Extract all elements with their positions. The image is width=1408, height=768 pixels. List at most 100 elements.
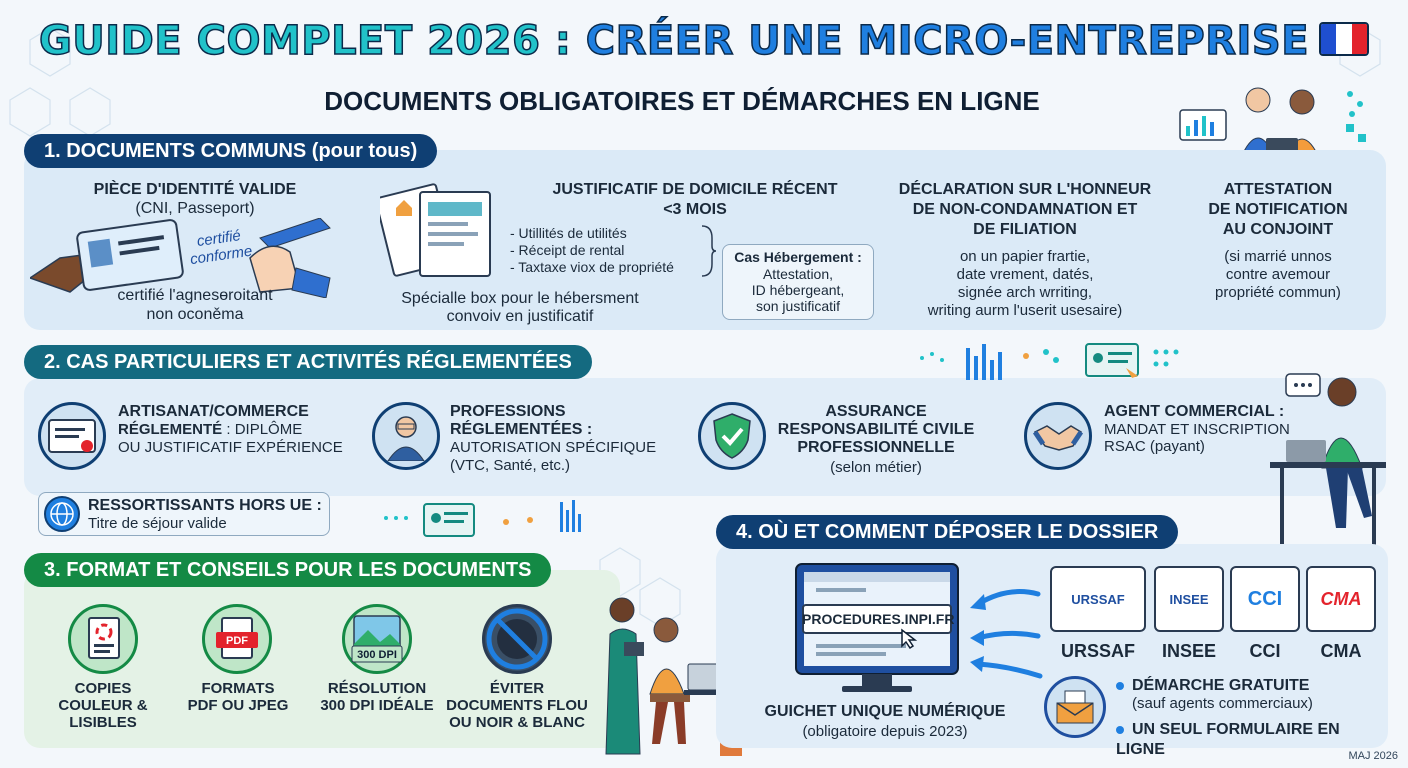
color-copy-icon (68, 604, 138, 674)
urssaf-logo: URSSAF (1050, 566, 1146, 632)
bullet-dot-2 (1116, 725, 1124, 734)
bullet-1-title: DÉMARCHE GRATUITE (1132, 677, 1310, 694)
woman-laptop-illustration (1270, 373, 1386, 548)
bullet-2-title-line: UN SEUL FORMULAIRE EN LIGNE (1116, 720, 1386, 760)
identity-title: PIÈCE D'IDENTITÉ VALIDE (93, 181, 297, 198)
id-card-signing-icon (30, 218, 331, 298)
domicile-item-3: - Taxtaxe viox de propriété (510, 259, 674, 275)
honneur-title-2: DE NON-CONDAMNATION ET (912, 201, 1138, 218)
cma-logo: CMA (1306, 566, 1376, 632)
format-item-2-line-1: FORMATS (201, 680, 275, 697)
blurry-forbidden-icon (482, 604, 552, 674)
image-dpi-icon: 300 DPI (342, 604, 412, 674)
identity-sub: (CNI, Passeport) (135, 200, 255, 217)
hebergement-line-2: Attestation, (762, 266, 834, 282)
insee-label: INSEE (1161, 641, 1217, 661)
section-2-header: 2. CAS PARTICULIERS ET ACTIVITÉS RÉGLEME… (24, 345, 592, 379)
dpi-badge-text: 300 DPI (357, 649, 397, 661)
format-item-4-line-2: DOCUMENTS FLOU (446, 697, 588, 714)
update-label: MAJ 2026 (1348, 750, 1398, 762)
data-decoration-icon-2 (384, 500, 581, 537)
professional-person-icon (372, 402, 440, 470)
cma-label: CMA (1320, 641, 1362, 661)
format-item-3-line-1: RÉSOLUTION (327, 680, 427, 697)
bullet-2-title: UN SEUL FORMULAIRE EN LIGNE (1116, 721, 1340, 758)
envelope-icon (1044, 676, 1106, 738)
section-4-header: 4. OÙ ET COMMENT DÉPOSER LE DOSSIER (716, 515, 1179, 549)
artisanat-line-3: OU JUSTIFICATIF EXPÉRIENCE (118, 439, 343, 456)
ressortissants-title: RESSORTISSANTS HORS UE : (88, 497, 322, 514)
format-item-2-line-2: PDF OU JPEG (187, 697, 289, 714)
globe-icon (44, 496, 80, 532)
artisanat-rest: : DIPLÔME (222, 421, 303, 438)
format-item-4-line-3: OU NOIR & BLANC (449, 714, 585, 731)
domicile-title-1: JUSTIFICATIF DE DOMICILE RÉCENT (552, 181, 838, 198)
url-text: PROCEDURES.INPI.FR (802, 611, 955, 627)
urssaf-label: URSSAF (1060, 641, 1135, 661)
honneur-body-2: date vrement, datés, (956, 266, 1094, 283)
hebergement-line-1: Cas Hébergement : (734, 249, 862, 265)
artisanat-title-2-line: RÉGLEMENTÉ : DIPLÔME (118, 420, 348, 440)
section-1-header: 1. DOCUMENTS COMMUNS (pour tous) (24, 134, 438, 168)
format-item-1-line-3: LISIBLES (69, 714, 137, 731)
ressortissants-box (38, 492, 330, 536)
assurance-sub: (selon métier) (830, 459, 922, 476)
professions-line-1: PROFESSIONS (450, 403, 566, 420)
pdf-badge-text: PDF (226, 635, 248, 647)
conjoint-title-3: AU CONJOINT (1222, 221, 1334, 238)
cci-label: CCI (1249, 641, 1281, 661)
section-1-panel (24, 150, 1386, 330)
utility-bills-icon (380, 183, 491, 277)
honneur-title-3: DE FILIATION (973, 221, 1077, 238)
honneur-body-4: writing aurm l'userit usesaire) (927, 302, 1123, 319)
main-title: GUIDE COMPLET 2026 : CRÉER UNE MICRO-ENT… (0, 17, 1408, 65)
diploma-icon (38, 402, 106, 470)
bracket-divider (701, 225, 716, 277)
insee-logo: INSEE (1154, 566, 1224, 632)
format-item-3-line-2: 300 DPI IDÉALE (320, 697, 434, 714)
identity-caption-1: certifié l'agnesɵroitant (117, 287, 273, 304)
domicile-item-1: - Utillités de utilités (510, 225, 627, 241)
pdf-icon: PDF (202, 604, 272, 674)
section-3-header: 3. FORMAT ET CONSEILS POUR LES DOCUMENTS (24, 553, 552, 587)
honneur-body-1: on un papier frartie, (959, 248, 1091, 265)
bullet-1-sub: (sauf agents commerciaux) (1132, 695, 1313, 712)
artisanat-title-2: RÉGLEMENTÉ (118, 421, 223, 438)
guichet-sub: (obligatoire depuis 2023) (802, 723, 968, 740)
data-decoration-icon (920, 343, 1179, 380)
conjoint-body-3: propriété commun) (1215, 284, 1341, 301)
assurance-line-2: RESPONSABILITÉ CIVILE (777, 421, 975, 438)
agent-sub-1: MANDAT ET INSCRIPTION (1104, 421, 1290, 438)
domicile-item-2: - Réceipt de rental (510, 242, 625, 258)
shield-check-icon (698, 402, 766, 470)
bullet-dot-1 (1116, 681, 1124, 690)
format-item-4-line-1: ÉVITER (489, 680, 545, 697)
format-item-1-line-1: COPIES (74, 680, 132, 697)
conjoint-title-1: ATTESTATION (1223, 181, 1333, 198)
agent-sub-2: RSAC (payant) (1104, 438, 1205, 455)
cursor-icon (901, 628, 918, 650)
conjoint-body-1: (si marrié unnos (1224, 248, 1332, 265)
bullet-1-title-line: DÉMARCHE GRATUITE (1116, 676, 1382, 696)
professions-sub-1: AUTORISATION SPÉCIFIQUE (450, 439, 657, 456)
ressortissants-sub: Titre de séjour valide (88, 515, 227, 532)
domicile-footer-1: Spécialle box pour le hébersment (401, 290, 639, 307)
french-flag-icon (1319, 22, 1370, 56)
conjoint-title-2: DE NOTIFICATION (1208, 201, 1348, 218)
guichet-title: GUICHET UNIQUE NUMÉRIQUE (764, 703, 1006, 720)
hebergement-line-4: son justificatif (755, 298, 841, 314)
hebergement-line-3: ID hébergeant, (751, 282, 845, 298)
assurance-line-3: PROFESSIONNELLE (797, 439, 955, 456)
honneur-title-1: DÉCLARATION SUR L'HONNEUR (898, 181, 1152, 198)
domicile-title-2: <3 MOIS (663, 201, 727, 218)
honneur-body-3: signée arch wrriting, (957, 284, 1093, 301)
hebergement-box (722, 244, 874, 320)
title-part-1: GUIDE COMPLET 2026 : (38, 17, 586, 65)
agent-title: AGENT COMMERCIAL : (1104, 403, 1285, 420)
arrows-to-monitor (970, 589, 1043, 679)
subtitle: DOCUMENTS OBLIGATOIRES ET DÉMARCHES EN L… (324, 86, 1040, 116)
domicile-footer-2: convoiv en justificatif (446, 308, 594, 325)
professions-sub-2: (VTC, Santé, etc.) (450, 457, 571, 474)
url-bar[interactable] (802, 604, 952, 634)
professions-line-2: RÉGLEMENTÉES : (450, 421, 593, 438)
